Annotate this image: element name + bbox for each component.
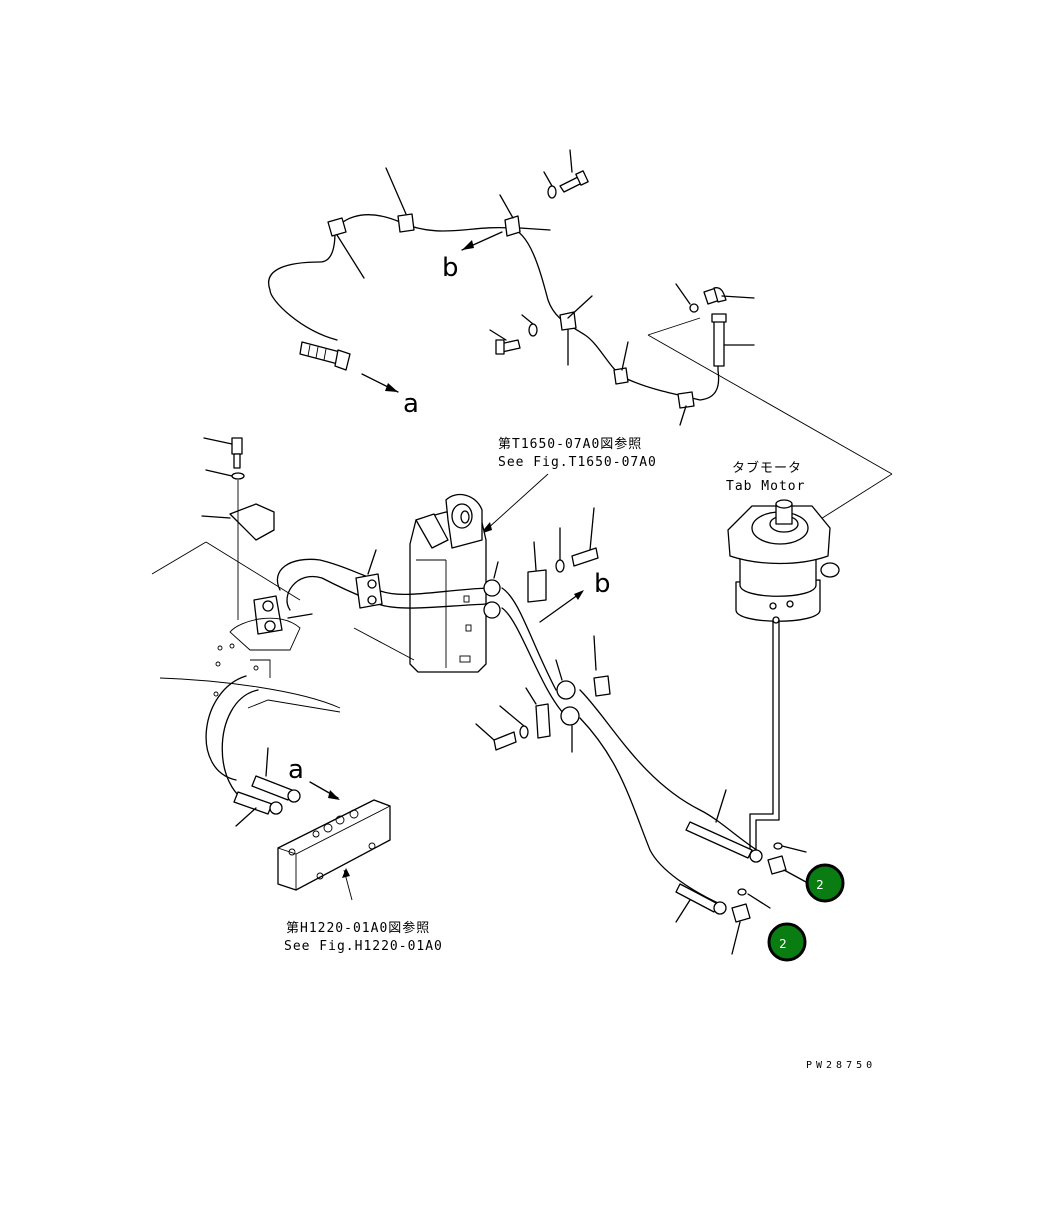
letter-a-lower: a: [288, 755, 304, 785]
hose-end-lower-2: [233, 791, 283, 827]
washer-upper-1: [543, 171, 557, 199]
arrow-a-upper: a: [361, 373, 419, 419]
callout-2-lower-label: 2: [779, 937, 787, 951]
elbow-fitting: [703, 287, 755, 305]
hose-end-right-2: [675, 883, 727, 923]
bolt-upper-1: [559, 149, 589, 193]
leader-upper-1: [647, 317, 701, 336]
tab-motor-label-en: Tab Motor: [726, 479, 805, 494]
long-bolt-upper: [711, 313, 755, 367]
reference-lower: 第H1220-01A0図参照 See Fig.H1220-01A0: [284, 920, 443, 954]
reference-upper: 第T1650-07A0図参照 See Fig.T1650-07A0: [480, 436, 657, 534]
elbow-right-1: [767, 842, 807, 883]
bolt-b: [571, 507, 599, 567]
upper-hose-assembly: b a: [268, 149, 893, 523]
callout-2-upper-label: 2: [816, 878, 824, 892]
valve-block: [277, 799, 391, 901]
arrow-a-lower: a: [288, 755, 340, 800]
hose-clamp-2: [385, 167, 415, 233]
callout-2-lower[interactable]: 2: [767, 922, 807, 962]
hose-clamp-3: [499, 194, 551, 237]
tab-motor-label-jp: タブモータ: [732, 460, 802, 476]
washer-upper-2: [521, 314, 538, 337]
callout-2-upper[interactable]: 2: [805, 863, 845, 903]
drawing-code: PW28750: [806, 1060, 876, 1071]
bracket-b: [527, 541, 547, 603]
hose-clamp-5: [613, 341, 629, 385]
reference-upper-en: See Fig.T1650-07A0: [498, 455, 657, 470]
washer-mid: [499, 705, 529, 739]
hose-fitting-left: [299, 341, 351, 371]
letter-b-upper: b: [442, 253, 459, 283]
connector-block-lower-left: [253, 595, 313, 635]
arrow-b-upper: b: [442, 231, 503, 283]
reference-lower-en: See Fig.H1220-01A0: [284, 939, 443, 954]
oring-upper: [675, 283, 699, 313]
letter-b-lower: b: [594, 569, 611, 599]
hose-clamp-4: [559, 295, 593, 366]
reference-upper-jp: 第T1650-07A0図参照: [498, 436, 642, 452]
hose-end-right-1: [685, 789, 763, 863]
tab-motor: タブモータ Tab Motor: [726, 460, 840, 853]
bracket-mid: [525, 687, 551, 739]
elbow-right-2: [731, 888, 771, 955]
leader-upper-2: [647, 334, 893, 475]
left-bolt-stack: [151, 437, 301, 651]
reference-lower-jp: 第H1220-01A0図参照: [286, 920, 430, 936]
hose-clamp-6: [677, 391, 695, 426]
center-boom: [409, 493, 487, 673]
base-plate: [159, 627, 415, 713]
clip-right: [593, 635, 611, 697]
fittings-center: [483, 561, 501, 619]
connector-block-left: [355, 549, 383, 609]
leader-upper-3: [815, 473, 893, 523]
bolt-mid: [475, 723, 517, 751]
letter-a-upper: a: [403, 389, 419, 419]
bolt-upper-2: [489, 329, 521, 355]
hose-clamp-1: [327, 217, 365, 279]
hose-end-lower-1: [251, 747, 301, 803]
washer-b: [555, 527, 565, 573]
fittings-mid: [555, 659, 580, 753]
arrow-b-lower: b: [539, 569, 611, 623]
